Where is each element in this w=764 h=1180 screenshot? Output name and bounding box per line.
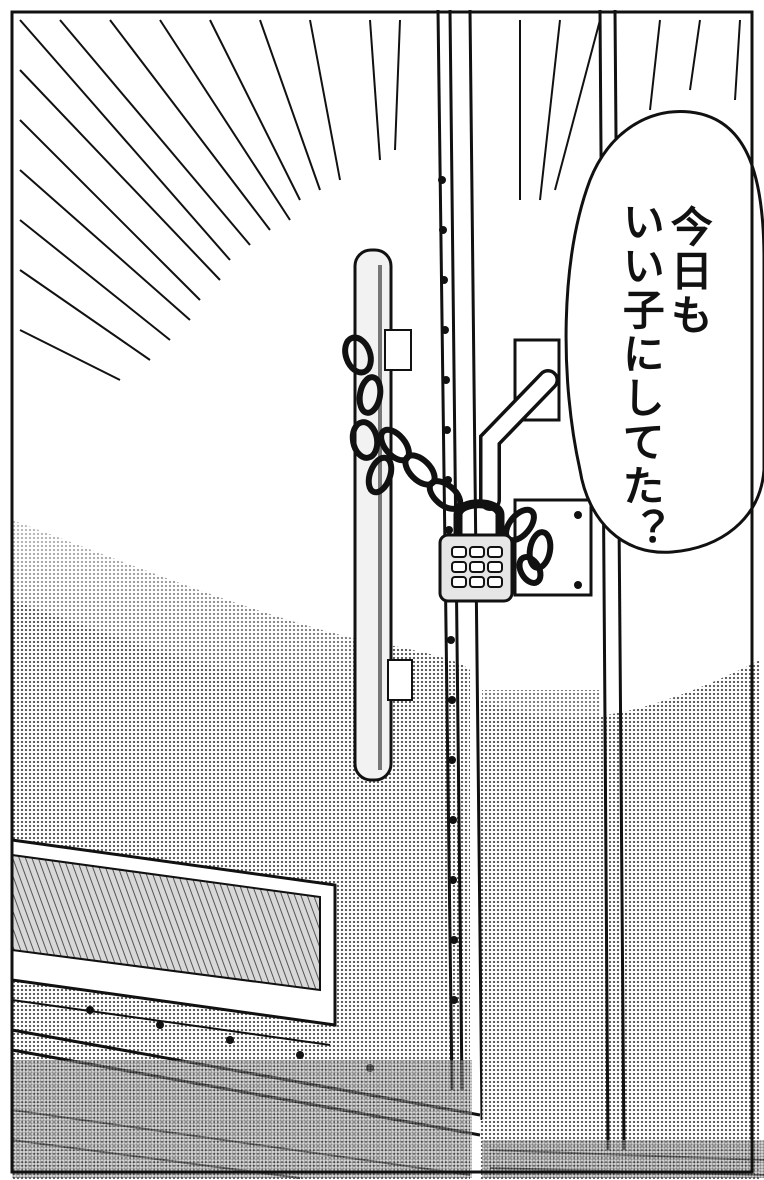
speech-balloon — [564, 110, 764, 554]
padlock — [438, 499, 514, 603]
keypad — [451, 546, 503, 588]
speed-lines — [19, 19, 741, 381]
window-slot — [10, 838, 337, 1046]
speech-balloon-line-1: 今日も — [664, 205, 714, 337]
speech-balloon-line-2: いい子にしてた？ — [616, 200, 666, 552]
chain — [342, 334, 554, 586]
